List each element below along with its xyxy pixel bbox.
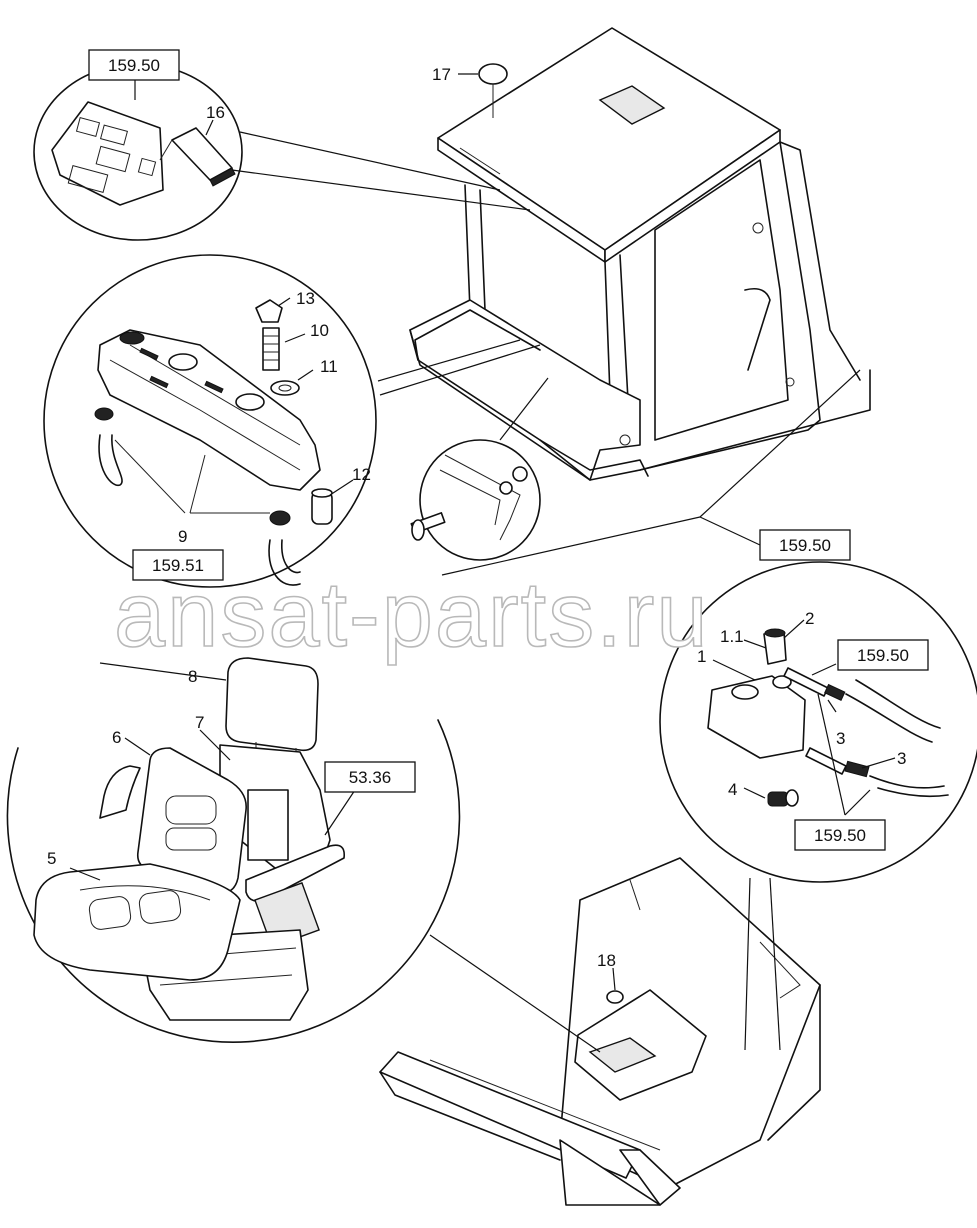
callout-3b: 3	[897, 749, 906, 768]
floor-assembly	[379, 857, 821, 1206]
ref-label-seat: 53.36	[349, 768, 392, 787]
callout-5: 5	[47, 849, 56, 868]
callout-9: 9	[178, 527, 187, 546]
ref-label-cab: 159.50	[779, 536, 831, 555]
callout-6: 6	[112, 728, 121, 747]
ref-label-washer-bottom: 159.50	[814, 826, 866, 845]
callout-16: 16	[206, 103, 225, 122]
cab-assembly	[409, 27, 871, 481]
callout-2: 2	[805, 609, 814, 628]
detail-circle-top-left	[33, 63, 243, 241]
callout-labels: 1 1.1 2 3 3 4 5 6 7 8 9 10 11 12 13 16 1…	[47, 65, 906, 970]
ref-box-top: 159.50	[88, 49, 180, 81]
callout-18: 18	[597, 951, 616, 970]
ref-box-tank: 159.51	[132, 549, 224, 581]
ref-box-seat: 53.36	[324, 761, 416, 793]
ref-label-top: 159.50	[108, 56, 160, 75]
callout-8: 8	[188, 667, 197, 686]
watermark: ansat-parts.ru	[114, 564, 710, 666]
callout-11: 11	[320, 357, 338, 376]
callout-12: 12	[352, 465, 371, 484]
callout-1: 1	[697, 647, 706, 666]
callout-7: 7	[195, 713, 204, 732]
callout-17: 17	[432, 65, 451, 84]
ref-label-washer-top: 159.50	[857, 646, 909, 665]
detail-circle-seat	[6, 657, 461, 1043]
callout-1-1: 1.1	[720, 627, 744, 646]
callout-3a: 3	[836, 729, 845, 748]
ref-box-cab: 159.50	[759, 529, 851, 561]
callout-13: 13	[296, 289, 315, 308]
detail-circle-bracket	[410, 439, 541, 561]
leader-lines	[69, 73, 896, 1053]
detail-circle-washer	[659, 561, 977, 883]
callout-4: 4	[728, 780, 737, 799]
callout-10: 10	[310, 321, 329, 340]
ref-label-tank: 159.51	[152, 556, 204, 575]
ref-box-washer-top: 159.50	[837, 639, 929, 671]
ref-box-washer-bottom: 159.50	[794, 819, 886, 851]
detail-circle-fuel-tank	[43, 254, 377, 588]
